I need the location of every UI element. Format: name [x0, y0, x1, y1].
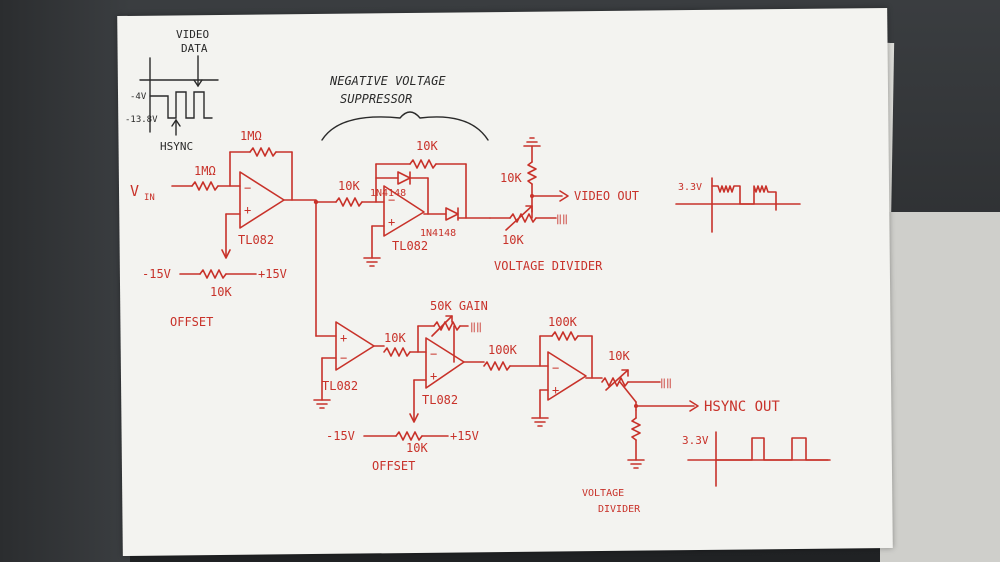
opamp2-minus: − — [388, 193, 395, 207]
opamp4-label: TL082 — [422, 393, 458, 407]
video-rtop-label: 10K — [500, 171, 522, 185]
video-out-label: VIDEO OUT — [574, 189, 639, 203]
diode1-label: 1N4148 — [370, 188, 406, 199]
title-line-1: NEGATIVE VOLTAGE — [329, 74, 446, 88]
scope-hsync-label: HSYNC — [160, 140, 193, 153]
suppressor-rfb-label: 10K — [416, 139, 438, 153]
video-divider-label: VOLTAGE DIVIDER — [494, 259, 603, 273]
opamp3-minus: − — [340, 351, 347, 365]
opamp1-minus: − — [244, 181, 251, 195]
video-level-label: 3.3V — [678, 182, 702, 193]
opamp2-plus: + — [388, 215, 395, 229]
r-fb-label: 1MΩ — [240, 129, 262, 143]
hsync-divider-label-1: VOLTAGE — [582, 488, 624, 499]
offset2-label: OFFSET — [372, 459, 415, 473]
hsync-rfb-label: 100K — [548, 315, 578, 329]
hsync-r2-label: 100K — [488, 343, 518, 357]
vin-subscript: IN — [144, 193, 155, 203]
scope-level-bottom: -13.8V — [125, 115, 158, 125]
opamp5-plus: + — [552, 383, 559, 397]
hsync-r1-label: 10K — [384, 331, 406, 345]
gain-pot-end: ‖‖ — [470, 322, 482, 333]
opamp3-label: TL082 — [322, 379, 358, 393]
scope-level-top: -4V — [130, 92, 147, 102]
hsync-divider-label-2: DIVIDER — [598, 504, 641, 515]
offset1-pos: +15V — [258, 267, 287, 281]
opamp4-plus: + — [430, 369, 437, 383]
hsync-pot-label: 10K — [608, 349, 630, 363]
offset2-pos: +15V — [450, 429, 479, 443]
video-divider: 10K ‖‖ VIDEO OUT 10K VOLTAGE DIVIDER — [489, 137, 639, 273]
offset1-pot: 10K — [210, 285, 232, 299]
opamp4-minus: − — [430, 347, 437, 361]
offset-2: -15V +15V 10K OFFSET — [326, 429, 479, 473]
hsync-pot-end: ‖‖ — [660, 378, 672, 389]
suppressor-stage: 10K − + 10K 1N4148 1N4148 TL082 — [315, 139, 491, 337]
offset1-neg: -15V — [142, 267, 171, 281]
opamp1-label: TL082 — [238, 233, 274, 247]
hsync-chain: + − TL082 10K − + ‖‖ 50K GAIN TL082 100K — [313, 299, 780, 515]
diode2-label: 1N4148 — [420, 228, 456, 239]
background-paper-sheet-2 — [880, 212, 1000, 562]
hsync-level-label: 3.3V — [682, 434, 709, 447]
suppressor-title: NEGATIVE VOLTAGE SUPPRESSOR — [321, 74, 489, 141]
scope-video-label-1: VIDEO — [176, 28, 209, 41]
offset-1: -15V +15V 10K OFFSET — [142, 267, 287, 329]
opamp1-plus: + — [244, 203, 251, 217]
video-waveform: 3.3V — [675, 177, 801, 233]
hsync-out-label: HSYNC OUT — [704, 399, 780, 415]
scope-sketch: VIDEO DATA -4V -13.8V HSYNC — [125, 28, 219, 153]
opamp2-label: TL082 — [392, 239, 428, 253]
hsync-waveform: 3.3V — [682, 431, 831, 487]
video-pot-end: ‖‖ — [556, 214, 568, 225]
offset2-neg: -15V — [326, 429, 355, 443]
video-pot-label: 10K — [502, 233, 524, 247]
suppressor-rin-label: 10K — [338, 179, 360, 193]
scope-video-label-2: DATA — [181, 42, 208, 55]
title-line-2: SUPPRESSOR — [340, 92, 412, 106]
opamp3-plus: + — [340, 331, 347, 345]
vin-label: V — [130, 182, 139, 200]
gain-label: 50K GAIN — [430, 299, 488, 313]
opamp5-minus: − — [552, 361, 559, 375]
desk-background — [0, 0, 130, 562]
offset1-label: OFFSET — [170, 315, 213, 329]
input-stage: V IN 1MΩ − + 1MΩ TL082 — [130, 129, 319, 259]
offset2-pot: 10K — [406, 441, 428, 455]
r-in-label: 1MΩ — [194, 164, 216, 178]
